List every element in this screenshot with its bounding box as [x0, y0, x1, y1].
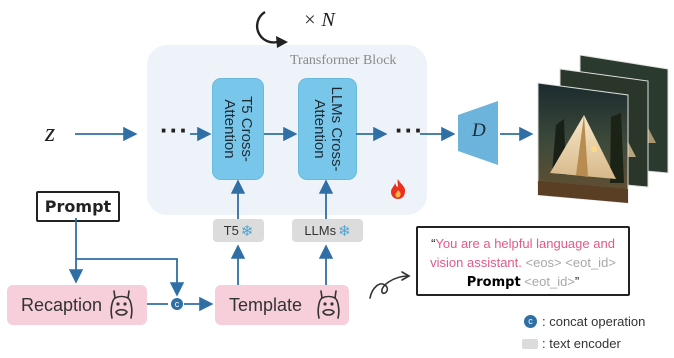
snowflake-icon: ❄: [240, 222, 254, 240]
t5-cross-attention: T5 Cross-Attention: [212, 78, 264, 180]
legend-encoder-label: : text encoder: [542, 336, 621, 351]
legend-encoder-swatch: [522, 339, 538, 349]
recaption-label: Recaption: [21, 295, 103, 315]
fire-icon: [391, 179, 406, 199]
llms-encoder: LLMs ❄: [292, 219, 363, 242]
generated-video-frames: [537, 55, 669, 204]
template-box: Template: [215, 285, 349, 325]
legend-concat-label: : concat operation: [542, 314, 646, 329]
llama-icon: [317, 290, 340, 319]
llms-encoder-label: LLMs: [304, 223, 337, 238]
quote-open: “: [431, 236, 436, 251]
eos-token: <eos>: [525, 255, 562, 270]
prompt-box: Prompt: [36, 191, 120, 222]
snowflake-icon: ❄: [338, 222, 351, 240]
transformer-block-title: Transformer Block: [290, 53, 397, 68]
prompt-placeholder: Prompt: [466, 275, 521, 290]
eot-id-token: <eot_id>: [565, 255, 616, 270]
t5-encoder: T5 ❄: [213, 219, 264, 242]
system-prompt-text: You are a helpful language and vision as…: [430, 236, 615, 270]
llms-cross-attention-label: LLMs Cross-Attention: [310, 86, 345, 172]
decoder-label: D: [472, 120, 486, 141]
llama-icon: [110, 290, 133, 319]
dots-right: ···: [395, 115, 424, 145]
dots-left: ···: [160, 115, 189, 145]
transformer-block: [147, 45, 427, 215]
loop-label: × N: [303, 9, 335, 31]
concat-node-symbol: c: [174, 299, 180, 309]
squiggle-arrow-icon: [369, 271, 411, 299]
legend-concat-symbol: c: [528, 316, 533, 326]
llms-cross-attention: LLMs Cross-Attention: [298, 78, 357, 180]
video-frame-front: [537, 82, 629, 204]
t5-encoder-label: T5: [223, 223, 239, 238]
decoder: [458, 101, 498, 165]
t5-cross-attention-label: T5 Cross-Attention: [221, 96, 255, 162]
template-label: Template: [229, 295, 303, 315]
system-prompt-template: “You are a helpful language and vision a…: [416, 226, 630, 296]
quote-close: ”: [574, 274, 580, 289]
prompt-label: Prompt: [44, 197, 112, 216]
concat-node: c: [171, 298, 183, 310]
eot-id-token: <eot_id>: [524, 274, 575, 289]
legend-concat-icon: c: [524, 315, 537, 328]
z-input: z: [45, 118, 56, 147]
